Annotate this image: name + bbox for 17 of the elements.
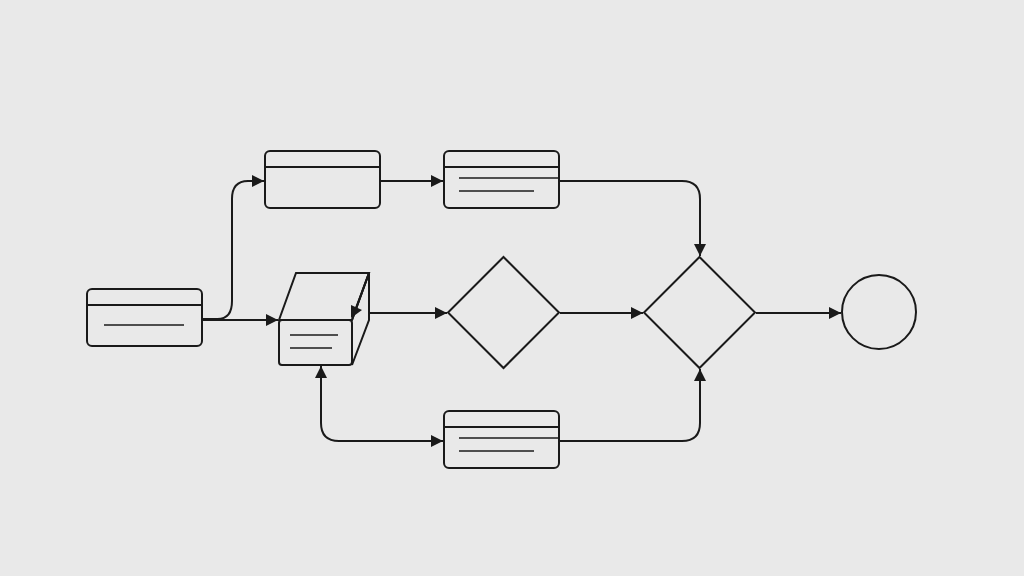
arrow	[559, 307, 644, 319]
arrow	[559, 368, 706, 442]
arrow	[202, 314, 279, 326]
process-box	[443, 150, 560, 209]
arrow	[559, 180, 706, 257]
process-box	[86, 288, 203, 347]
process-box	[264, 150, 381, 209]
terminal-circle	[841, 274, 917, 350]
arrow	[380, 175, 444, 187]
arrow	[369, 307, 448, 319]
arrow	[202, 175, 265, 320]
process-box	[443, 410, 560, 469]
decision-diamond	[643, 256, 756, 369]
cube-box	[278, 272, 370, 366]
arrow	[315, 365, 444, 447]
arrow	[755, 307, 842, 319]
decision-diamond	[447, 256, 560, 369]
